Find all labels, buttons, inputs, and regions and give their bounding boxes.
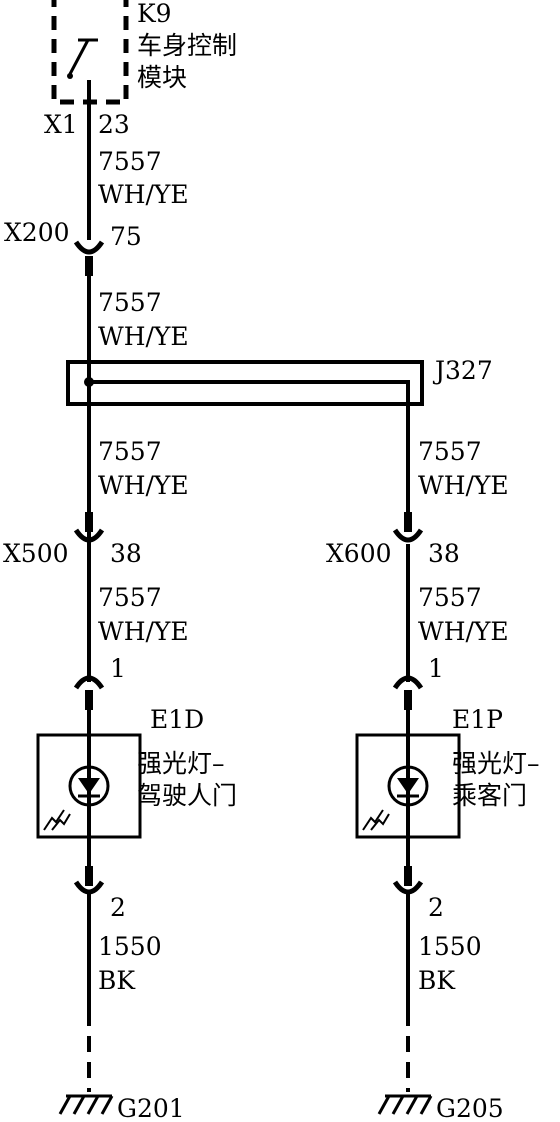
module-name-line2: 模块 [137, 63, 187, 92]
wire1-color: WH/YE [98, 180, 189, 209]
light-emission-icon [43, 809, 71, 831]
x200-connector-id: X200 [4, 218, 70, 247]
wire4-left-color: WH/YE [98, 617, 189, 646]
lamp-right-bottom-connector [392, 866, 424, 895]
ground-icon-left [58, 1094, 114, 1115]
x500-connector [73, 512, 105, 543]
ground-icon-right [377, 1094, 433, 1115]
wire4-right-color: WH/YE [418, 617, 509, 646]
led-icon [387, 765, 429, 807]
wire2-color: WH/YE [98, 322, 189, 351]
lamp-right-pin-bottom: 2 [428, 893, 444, 922]
wire4-right-circuit: 7557 [418, 583, 482, 612]
light-emission-icon [362, 809, 390, 831]
lamp-right-top-connector [392, 675, 424, 710]
lamp-left-top-connector [73, 675, 105, 710]
x500-pin: 38 [110, 539, 142, 568]
wire5-left-circuit: 1550 [98, 932, 162, 961]
wire3-right-circuit: 7557 [418, 437, 482, 466]
lamp-right-name-line2: 乘客门 [452, 781, 527, 810]
x1-connector-id: X1 [44, 110, 78, 139]
lamp-left-pin-bottom: 2 [110, 893, 126, 922]
lamp-left-id: E1D [150, 705, 204, 734]
lamp-left-name-line2: 驾驶人门 [137, 781, 237, 810]
lamp-left-housing [36, 733, 142, 839]
module-id: K9 [137, 0, 172, 28]
wire3-left-color: WH/YE [98, 471, 189, 500]
x600-pin: 38 [428, 539, 460, 568]
led-icon [68, 765, 110, 807]
x600-connector [392, 512, 424, 543]
lamp-right-id: E1P [452, 705, 503, 734]
wire3-left-circuit: 7557 [98, 437, 162, 466]
ground-right-id: G205 [436, 1094, 504, 1122]
x600-connector-id: X600 [326, 539, 392, 568]
lamp-right-name-line1: 强光灯– [452, 749, 540, 778]
splice-id: J327 [432, 356, 493, 385]
ground-left-id: G201 [117, 1094, 185, 1122]
lamp-right-pin-top: 1 [428, 654, 444, 683]
switch-icon [67, 38, 98, 79]
x500-connector-id: X500 [3, 539, 69, 568]
wire1-circuit: 7557 [98, 147, 162, 176]
x200-pin: 75 [110, 222, 142, 251]
x200-connector [73, 240, 105, 276]
wire5-left-color: BK [98, 966, 136, 995]
wire5-right-circuit: 1550 [418, 932, 482, 961]
lamp-left-name-line1: 强光灯– [137, 749, 225, 778]
wire4-left-circuit: 7557 [98, 583, 162, 612]
lamp-left-pin-top: 1 [110, 654, 126, 683]
module-name-line1: 车身控制 [137, 31, 237, 60]
lamp-left-bottom-connector [73, 866, 105, 895]
j327-splice [66, 360, 424, 520]
wire3-right-color: WH/YE [418, 471, 509, 500]
wire2-circuit: 7557 [98, 288, 162, 317]
lamp-right-housing [355, 733, 461, 839]
x1-pin: 23 [98, 110, 130, 139]
wire5-right-color: BK [418, 966, 456, 995]
